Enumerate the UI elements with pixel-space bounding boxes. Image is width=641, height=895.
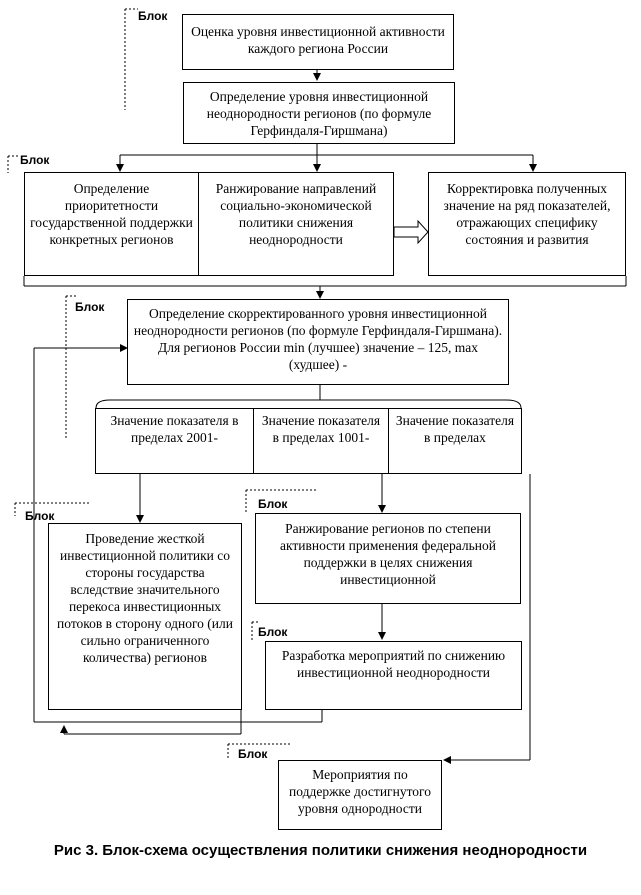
block-label-4: Блок (25, 509, 55, 523)
block-marker-5 (245, 489, 318, 512)
node-priority-support: Определение приоритетности государственн… (24, 172, 199, 276)
block-label-1: Блок (138, 9, 168, 23)
node-measures-dev: Разработка мероприятий по снижению инвес… (265, 641, 522, 710)
block-label-6: Блок (258, 625, 288, 639)
node-ranges-group: Значение показателя в пределах 2001- Зна… (95, 408, 522, 474)
block-label-7: Блок (238, 747, 268, 761)
node-range-1: Значение показателя в пределах 2001- (96, 409, 254, 473)
node-correction: Корректировка полученных значение на ряд… (428, 172, 626, 276)
node-range-2: Значение показателя в пределах 1001- (254, 409, 389, 473)
block-label-3: Блок (75, 300, 105, 314)
block-marker-7 (227, 743, 292, 760)
node-corrected-level: Определение скорректированного уровня ин… (127, 299, 509, 385)
block-label-2: Блок (20, 153, 50, 167)
block-marker-1 (124, 8, 138, 110)
block-marker-3 (65, 295, 78, 440)
node-range-3: Значение показателя в пределах (395, 413, 515, 445)
block-marker-6 (251, 621, 260, 642)
node-ranking-regions: Ранжирование регионов по степени активно… (255, 513, 521, 604)
node-ranking-directions: Ранжирование направлений социально-эконо… (198, 172, 394, 276)
block-marker-4 (14, 502, 90, 516)
figure-caption: Рис 3. Блок-схема осуществления политики… (53, 842, 588, 859)
block-label-5: Блок (258, 497, 288, 511)
double-arrow (393, 219, 429, 245)
node-assess-activity: Оценка уровня инвестиционной активности … (182, 14, 454, 70)
node-support-measures: Мероприятия по поддержке достигнутого ур… (278, 760, 442, 830)
block-marker-2 (7, 155, 20, 173)
node-strict-policy: Проведение жесткой инвестиционной полити… (48, 523, 242, 710)
node-heterogeneity-level: Определение уровня инвестиционной неодно… (183, 82, 455, 144)
